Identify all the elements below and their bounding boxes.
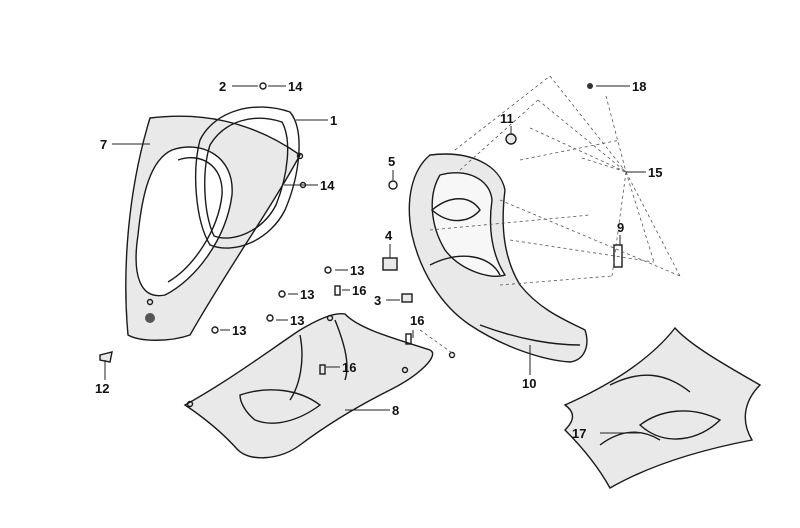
callout-1: 1 [330, 113, 337, 128]
callout-16-b: 16 [410, 313, 424, 328]
callout-18: 18 [632, 79, 646, 94]
callout-16-a: 16 [352, 283, 366, 298]
callout-13-b: 13 [300, 287, 314, 302]
callout-15: 15 [648, 165, 662, 180]
callout-14-right: 14 [320, 178, 335, 193]
leg-shield-part [382, 153, 588, 363]
floor-mat-part [563, 326, 762, 489]
callout-12: 12 [95, 381, 109, 396]
callout-10: 10 [522, 376, 536, 391]
assembly-lines [419, 75, 681, 356]
callout-16-c: 16 [342, 360, 356, 375]
callout-5: 5 [388, 154, 395, 169]
callout-7: 7 [100, 137, 107, 152]
callout-3: 3 [374, 293, 381, 308]
callout-8: 8 [392, 403, 399, 418]
callout-13-d: 13 [232, 323, 246, 338]
callout-14-top: 14 [288, 79, 303, 94]
callout-9: 9 [617, 220, 624, 235]
shield-hole [146, 298, 154, 306]
callout-4: 4 [385, 228, 393, 243]
shield-grommet [145, 313, 155, 323]
callout-2: 2 [219, 79, 226, 94]
callout-17: 17 [572, 426, 586, 441]
callout-11: 11 [500, 111, 514, 126]
leg-shield-bracket [382, 257, 398, 271]
leader-lines [104, 85, 646, 434]
front-shield-part [125, 115, 301, 341]
inner-panel-part [194, 106, 304, 249]
callout-13-a: 13 [350, 263, 364, 278]
fastener-screw-icon [99, 82, 623, 375]
callout-13-c: 13 [290, 313, 304, 328]
floor-panel-part [183, 312, 434, 459]
